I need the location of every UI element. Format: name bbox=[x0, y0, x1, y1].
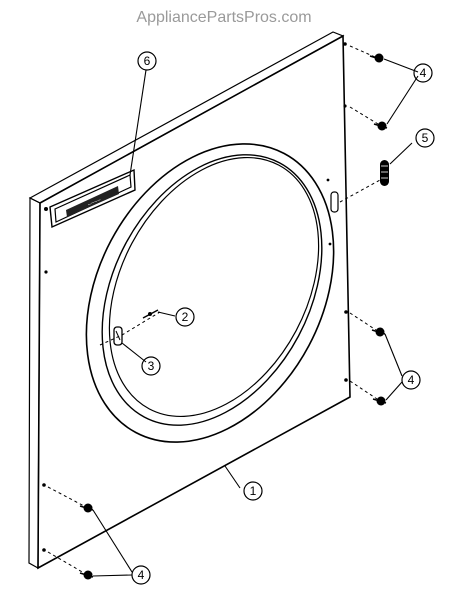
svg-text:4: 4 bbox=[420, 66, 427, 80]
screw-mid-right-upper bbox=[371, 327, 386, 337]
hinge-screw bbox=[142, 309, 159, 319]
screw-bottom-left-upper bbox=[79, 503, 94, 513]
svg-text:1: 1 bbox=[250, 484, 257, 498]
svg-text:4: 4 bbox=[408, 373, 415, 387]
door-opening-ring bbox=[85, 143, 335, 443]
svg-text:2: 2 bbox=[182, 310, 189, 324]
nameplate-badge: ~~~~ bbox=[49, 168, 136, 229]
watermark: AppliancePartsPros.com bbox=[136, 9, 311, 26]
callout-6: 6 bbox=[137, 51, 157, 71]
leader-lines bbox=[92, 58, 419, 577]
callout-4c: 4 bbox=[131, 565, 151, 585]
svg-text:3: 3 bbox=[148, 359, 155, 373]
callout-4b: 4 bbox=[401, 370, 421, 390]
svg-text:6: 6 bbox=[144, 54, 151, 68]
hinge-bracket bbox=[113, 326, 123, 346]
screw-top-right-upper bbox=[369, 53, 384, 63]
front-panel bbox=[28, 31, 351, 570]
callout-4a: 4 bbox=[413, 63, 433, 83]
svg-text:5: 5 bbox=[422, 131, 429, 145]
screw-bottom-left-lower bbox=[79, 570, 94, 580]
latch-slot bbox=[330, 191, 339, 213]
callout-1: 1 bbox=[243, 481, 263, 501]
callout-5: 5 bbox=[415, 128, 435, 148]
callout-3: 3 bbox=[141, 356, 161, 376]
svg-text:4: 4 bbox=[138, 568, 145, 582]
svg-text:~~~~: ~~~~ bbox=[87, 197, 103, 208]
screw-mid-right-lower bbox=[372, 396, 387, 406]
latch-pin bbox=[380, 160, 389, 186]
screw-top-right-lower bbox=[373, 121, 388, 131]
callout-2: 2 bbox=[175, 307, 195, 327]
